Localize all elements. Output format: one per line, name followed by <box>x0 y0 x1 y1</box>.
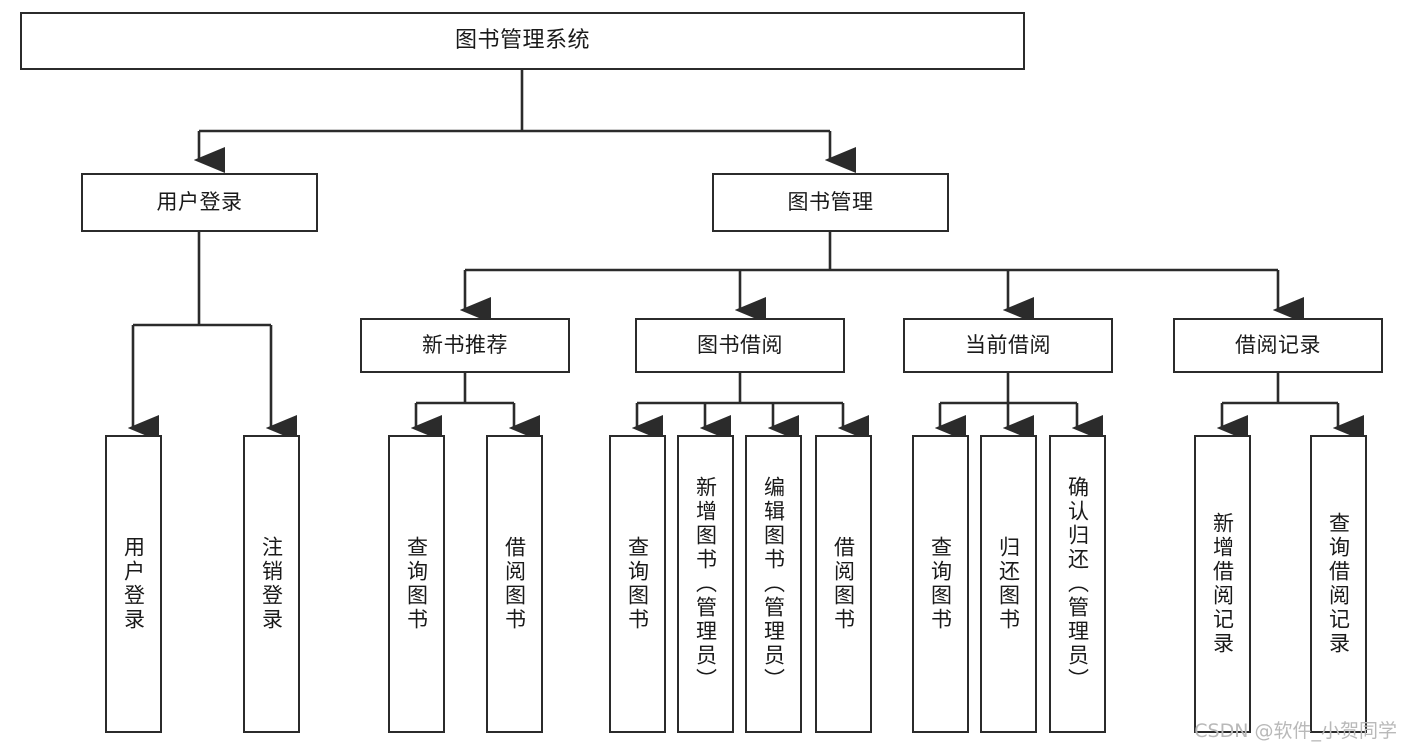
node-leaf-query-book-current-label: 查询图书 <box>928 536 953 632</box>
node-book-manage[interactable]: 图书管理 <box>712 173 949 232</box>
node-leaf-query-book-borrow[interactable]: 查询图书 <box>609 435 666 733</box>
node-leaf-query-borrow-record[interactable]: 查询借阅记录 <box>1310 435 1367 733</box>
node-leaf-add-book-label: 新增图书（管理员） <box>693 476 718 692</box>
node-leaf-confirm-return-label: 确认归还（管理员） <box>1065 476 1090 692</box>
node-borrow-record[interactable]: 借阅记录 <box>1173 318 1383 373</box>
node-root-label: 图书管理系统 <box>454 28 590 54</box>
node-leaf-borrow-book-recommend-label: 借阅图书 <box>502 536 527 632</box>
node-current-borrow[interactable]: 当前借阅 <box>903 318 1113 373</box>
node-user-login-label: 用户登录 <box>156 190 243 215</box>
node-leaf-query-book-borrow-label: 查询图书 <box>625 536 650 632</box>
node-new-book-recommend-label: 新书推荐 <box>422 333 508 358</box>
node-leaf-edit-book-label: 编辑图书（管理员） <box>761 476 786 692</box>
node-leaf-return-book[interactable]: 归还图书 <box>980 435 1037 733</box>
node-leaf-user-logout[interactable]: 注销登录 <box>243 435 300 733</box>
node-current-borrow-label: 当前借阅 <box>965 333 1051 358</box>
node-leaf-borrow-book[interactable]: 借阅图书 <box>815 435 872 733</box>
node-book-manage-label: 图书管理 <box>787 190 874 215</box>
node-root-book-management-system[interactable]: 图书管理系统 <box>20 12 1025 70</box>
node-leaf-add-borrow-record[interactable]: 新增借阅记录 <box>1194 435 1251 733</box>
watermark-text: CSDN @软件_小贺同学 <box>1194 720 1397 742</box>
node-leaf-query-book-recommend-label: 查询图书 <box>404 536 429 632</box>
node-leaf-add-borrow-record-label: 新增借阅记录 <box>1210 512 1235 656</box>
node-new-book-recommend[interactable]: 新书推荐 <box>360 318 570 373</box>
node-user-login[interactable]: 用户登录 <box>81 173 318 232</box>
node-leaf-query-borrow-record-label: 查询借阅记录 <box>1326 512 1351 656</box>
node-leaf-return-book-label: 归还图书 <box>996 536 1021 632</box>
node-leaf-user-logout-label: 注销登录 <box>259 536 284 632</box>
node-leaf-add-book[interactable]: 新增图书（管理员） <box>677 435 734 733</box>
node-leaf-borrow-book-recommend[interactable]: 借阅图书 <box>486 435 543 733</box>
node-book-borrow-label: 图书借阅 <box>697 333 783 358</box>
node-book-borrow[interactable]: 图书借阅 <box>635 318 845 373</box>
node-borrow-record-label: 借阅记录 <box>1235 333 1321 358</box>
node-leaf-user-login-label: 用户登录 <box>121 536 146 632</box>
node-leaf-borrow-book-label: 借阅图书 <box>831 536 856 632</box>
node-leaf-user-login[interactable]: 用户登录 <box>105 435 162 733</box>
node-leaf-query-book-current[interactable]: 查询图书 <box>912 435 969 733</box>
node-leaf-query-book-recommend[interactable]: 查询图书 <box>388 435 445 733</box>
node-leaf-edit-book[interactable]: 编辑图书（管理员） <box>745 435 802 733</box>
node-leaf-confirm-return[interactable]: 确认归还（管理员） <box>1049 435 1106 733</box>
